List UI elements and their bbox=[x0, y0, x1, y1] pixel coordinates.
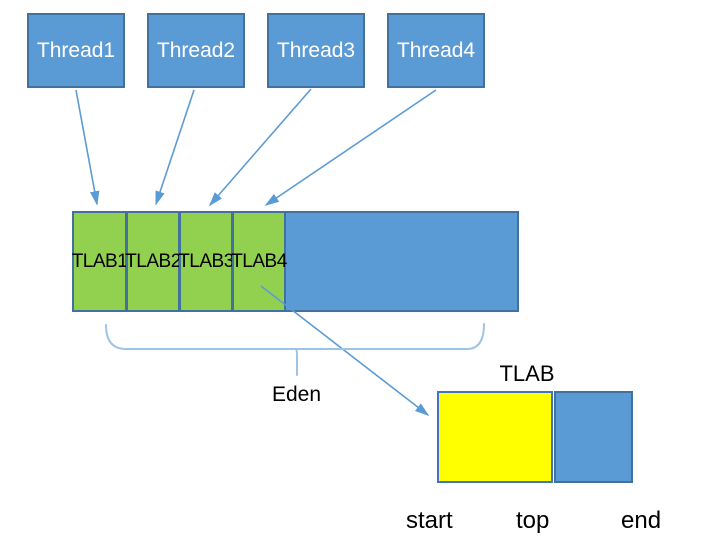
thread2-box: Thread2 bbox=[147, 13, 245, 88]
tlab4-cell: TLAB4 bbox=[231, 211, 287, 312]
tlab3-cell: TLAB3 bbox=[178, 211, 234, 312]
eden-label: Eden bbox=[272, 383, 322, 406]
arrow-thread1-to-tlab1 bbox=[75, 89, 100, 206]
thread2-label: Thread2 bbox=[156, 38, 236, 62]
eden-brace bbox=[105, 323, 485, 376]
tlab2-label: TLAB2 bbox=[125, 250, 181, 272]
arrow-thread4-to-tlab4 bbox=[264, 89, 437, 206]
thread3-box: Thread3 bbox=[267, 13, 365, 88]
tlab1-cell: TLAB1 bbox=[71, 211, 128, 312]
pointer-end-label: end bbox=[621, 507, 662, 534]
tlab4-label: TLAB4 bbox=[231, 250, 287, 272]
tlab3-label: TLAB3 bbox=[178, 250, 234, 272]
thread3-label: Thread3 bbox=[276, 38, 356, 62]
thread4-label: Thread4 bbox=[396, 38, 476, 62]
tlab-detail-free-region bbox=[554, 391, 633, 483]
arrow-thread2-to-tlab2 bbox=[155, 89, 195, 206]
tlab2-cell: TLAB2 bbox=[125, 211, 181, 312]
thread1-box: Thread1 bbox=[27, 13, 125, 88]
pointer-top-label: top bbox=[516, 507, 550, 534]
tlab-detail-used-region bbox=[437, 391, 553, 483]
tlab-detail-title: TLAB bbox=[499, 361, 555, 386]
arrow-thread3-to-tlab3 bbox=[208, 88, 312, 207]
thread4-box: Thread4 bbox=[387, 13, 485, 88]
pointer-start-label: start bbox=[406, 507, 453, 534]
thread1-label: Thread1 bbox=[36, 38, 116, 62]
tlab1-label: TLAB1 bbox=[71, 250, 128, 272]
